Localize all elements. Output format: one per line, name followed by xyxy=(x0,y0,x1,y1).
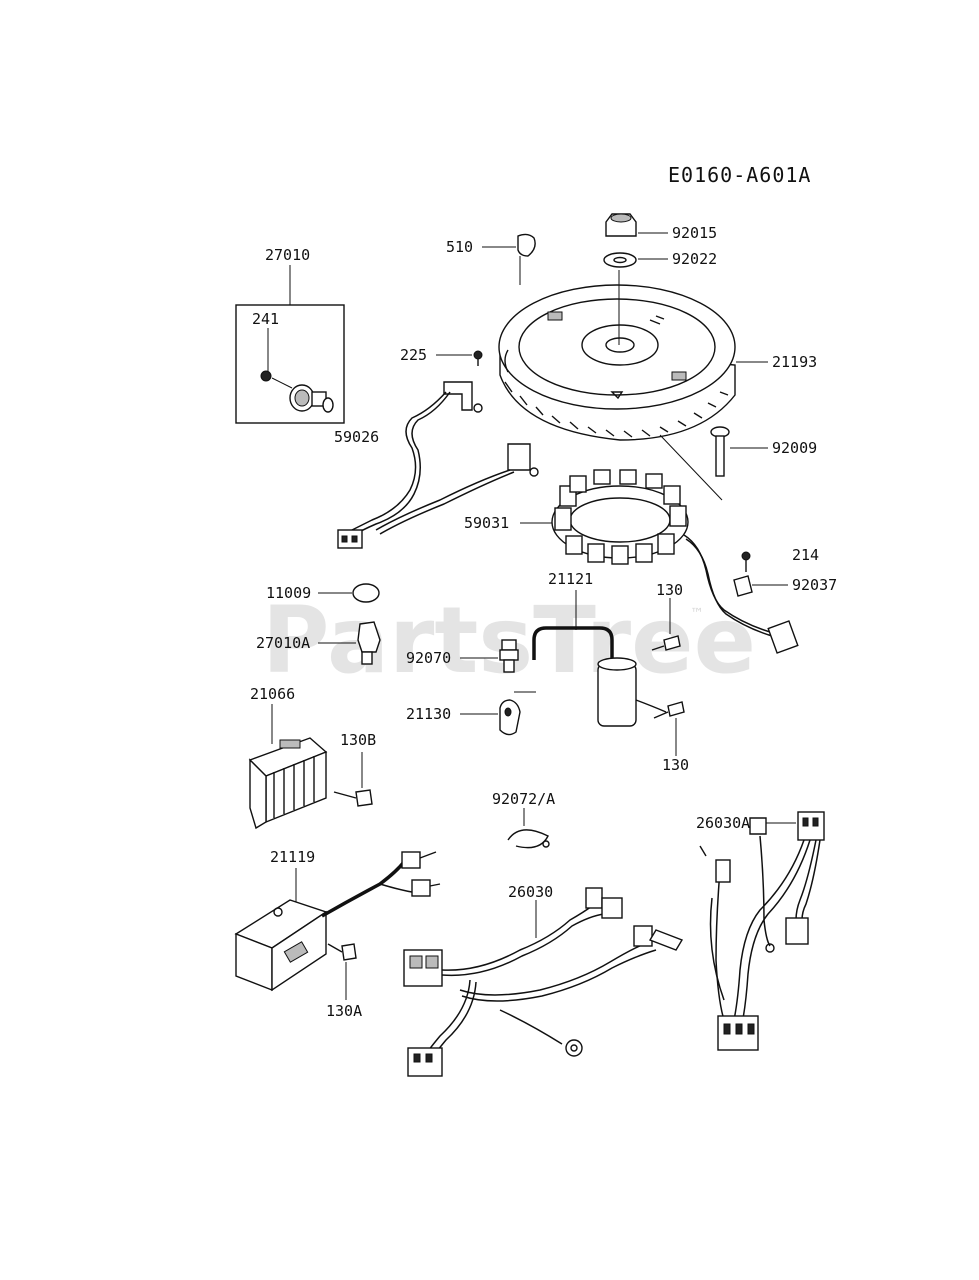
label-241: 241 xyxy=(252,310,279,328)
part-21066-regulator[interactable] xyxy=(248,737,328,830)
label-92072A: 92072/A xyxy=(492,790,555,808)
part-510-key[interactable] xyxy=(517,233,536,285)
part-92072A-clamp[interactable] xyxy=(507,829,550,849)
label-214: 214 xyxy=(792,546,819,564)
part-59026-harness[interactable] xyxy=(337,381,539,549)
watermark-trademark: ™ xyxy=(690,606,704,622)
label-92070: 92070 xyxy=(406,649,451,667)
part-130A-screw[interactable] xyxy=(327,943,357,961)
label-59031: 59031 xyxy=(464,514,509,532)
part-92015-nut[interactable] xyxy=(605,213,637,237)
label-130-bottom: 130 xyxy=(662,756,689,774)
part-27010A-switch[interactable] xyxy=(357,621,381,665)
part-26030-harness[interactable] xyxy=(403,887,684,1077)
label-21121: 21121 xyxy=(548,570,593,588)
part-130-screw-bottom[interactable] xyxy=(653,701,685,719)
part-225-screw[interactable] xyxy=(473,350,483,366)
part-92009-bolt[interactable] xyxy=(659,426,730,501)
label-92037: 92037 xyxy=(792,576,837,594)
part-214-screw[interactable] xyxy=(741,551,751,572)
part-21130-plug-cap[interactable] xyxy=(499,691,536,736)
label-225: 225 xyxy=(400,346,427,364)
label-21119: 21119 xyxy=(270,848,315,866)
label-21066: 21066 xyxy=(250,685,295,703)
part-21193-flywheel[interactable] xyxy=(498,270,736,441)
label-130A: 130A xyxy=(326,1002,362,1020)
part-92037-clamp[interactable] xyxy=(733,575,753,597)
part-92070-fitting[interactable] xyxy=(499,639,519,673)
part-130-screw-top[interactable] xyxy=(651,635,681,651)
label-26030: 26030 xyxy=(508,883,553,901)
label-26030A: 26030A xyxy=(696,814,750,832)
part-27010-kit[interactable] xyxy=(235,265,345,424)
part-21121-ignition-coil[interactable] xyxy=(532,626,667,727)
part-21119-cdi-unit[interactable] xyxy=(234,851,441,992)
label-92009: 92009 xyxy=(772,439,817,457)
label-59026: 59026 xyxy=(334,428,379,446)
label-27010: 27010 xyxy=(265,246,310,264)
label-21193: 21193 xyxy=(772,353,817,371)
part-130B-screw[interactable] xyxy=(333,789,373,807)
label-92022: 92022 xyxy=(672,250,717,268)
label-130-top: 130 xyxy=(656,581,683,599)
part-59031-stator[interactable] xyxy=(551,469,799,654)
part-11009-gasket[interactable] xyxy=(352,583,380,603)
label-510: 510 xyxy=(446,238,473,256)
label-130B: 130B xyxy=(340,731,376,749)
part-26030A-harness[interactable] xyxy=(699,811,825,1051)
label-21130: 21130 xyxy=(406,705,451,723)
label-92015: 92015 xyxy=(672,224,717,242)
label-27010A: 27010A xyxy=(256,634,310,652)
part-92022-washer[interactable] xyxy=(603,252,637,268)
label-11009: 11009 xyxy=(266,584,311,602)
diagram-code: E0160-A601A xyxy=(668,163,811,187)
